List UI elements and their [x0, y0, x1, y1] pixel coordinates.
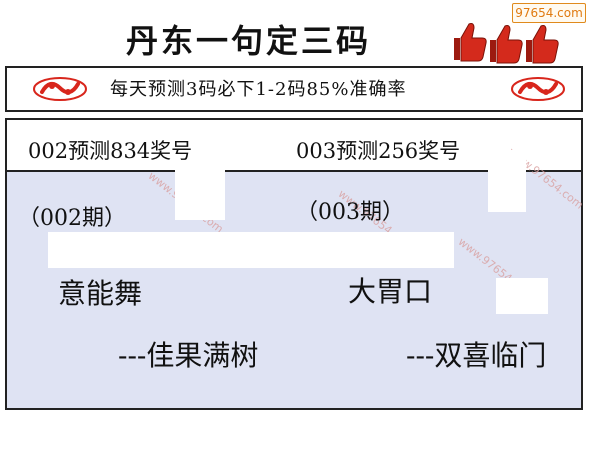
site-watermark-badge: 97654.com	[512, 3, 586, 23]
slogan-text: 每天预测3码必下1-2码85%准确率	[110, 79, 407, 100]
hint-panel	[5, 170, 583, 410]
answer-left: ---佳果满树	[118, 339, 259, 372]
hint-left: 意能舞	[58, 277, 143, 310]
draw-result-panel	[5, 118, 583, 170]
period-label-left: （002期）	[18, 206, 126, 231]
draw-result-right: 003预测256奖号	[296, 139, 461, 163]
slogan-panel	[5, 66, 583, 112]
page-title: 丹东一句定三码	[126, 22, 372, 60]
answer-right: ---双喜临门	[406, 339, 547, 372]
cover-block	[48, 232, 454, 268]
thumbs-up-icon	[490, 25, 523, 64]
cover-block	[496, 278, 548, 314]
lottery-logo-icon	[511, 77, 565, 101]
cover-block	[175, 168, 225, 220]
hint-right: 大胃口	[348, 275, 433, 308]
thumbs-up-icon	[526, 25, 559, 64]
cover-block	[488, 150, 526, 212]
period-label-right: （003期）	[296, 200, 404, 225]
thumbs-up-icon	[454, 23, 487, 62]
thumbs-up-group	[454, 23, 559, 64]
draw-result-left: 002预测834奖号	[28, 139, 193, 163]
lottery-logo-icon	[33, 77, 87, 101]
